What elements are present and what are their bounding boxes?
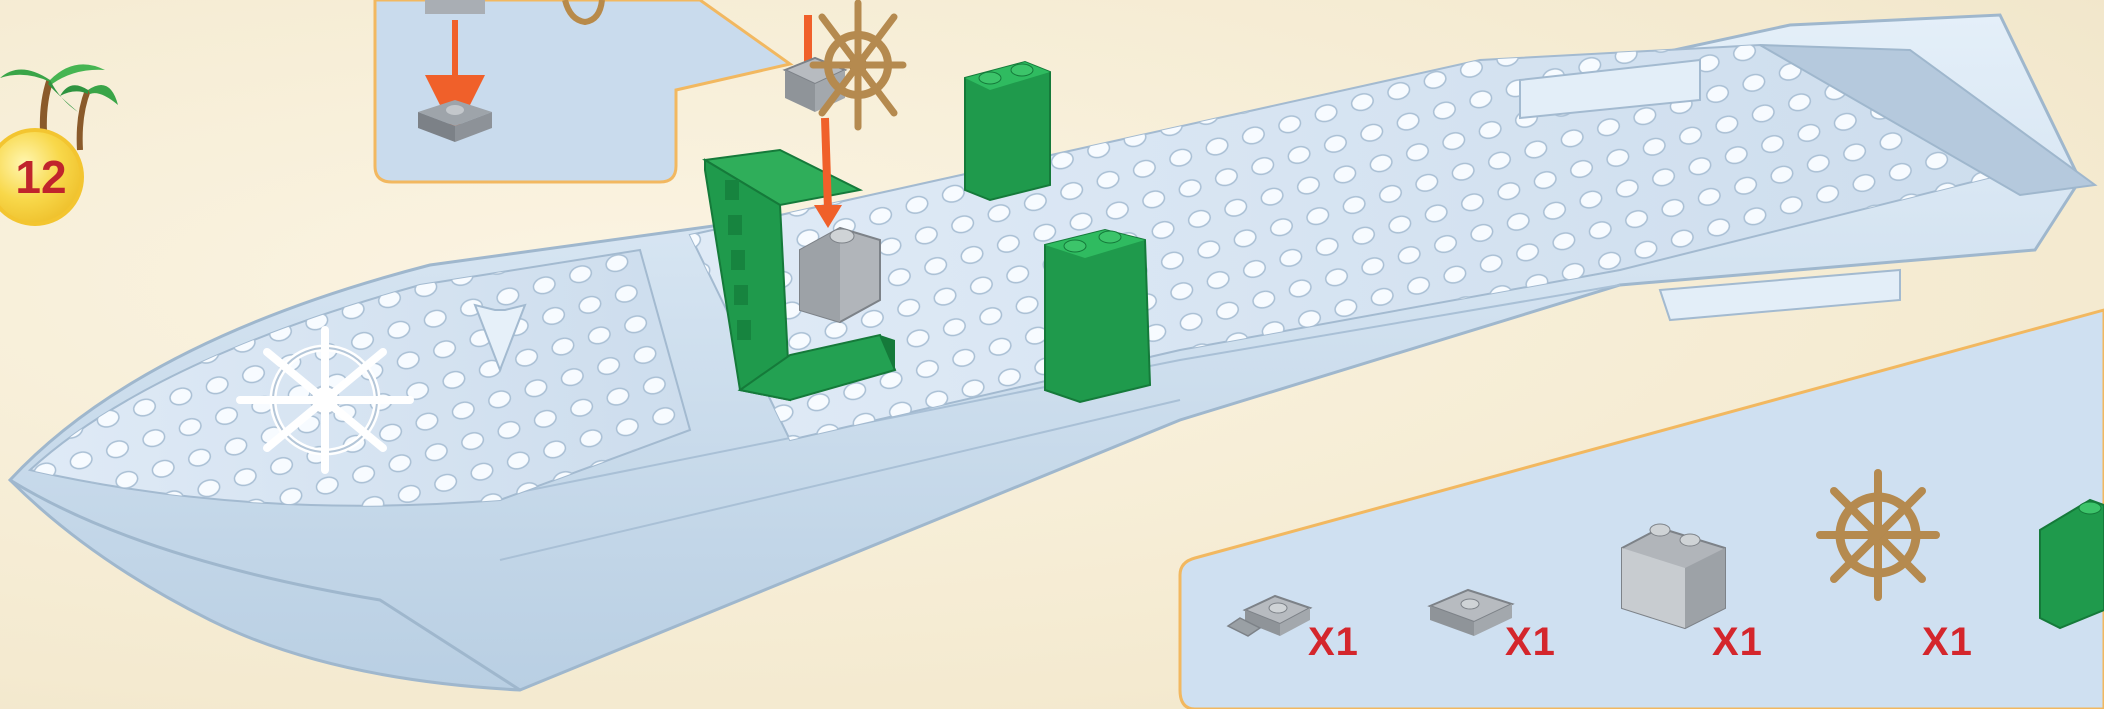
step-number: 12 (3, 150, 66, 204)
deck-wheel-icon (240, 330, 410, 470)
green-slope-brick-rear (965, 62, 1050, 200)
part-quantity-3: X1 (1712, 620, 1763, 665)
ship-wheel-placement-icon (813, 3, 903, 127)
part-quantity-1: X1 (1308, 620, 1359, 665)
detail-inset (375, 0, 790, 182)
part-quantity-2: X1 (1505, 620, 1556, 665)
part-quantity-4: X1 (1922, 620, 1973, 665)
green-slope-brick-front (1045, 230, 1150, 402)
ship-wheel-icon (1820, 473, 1936, 597)
